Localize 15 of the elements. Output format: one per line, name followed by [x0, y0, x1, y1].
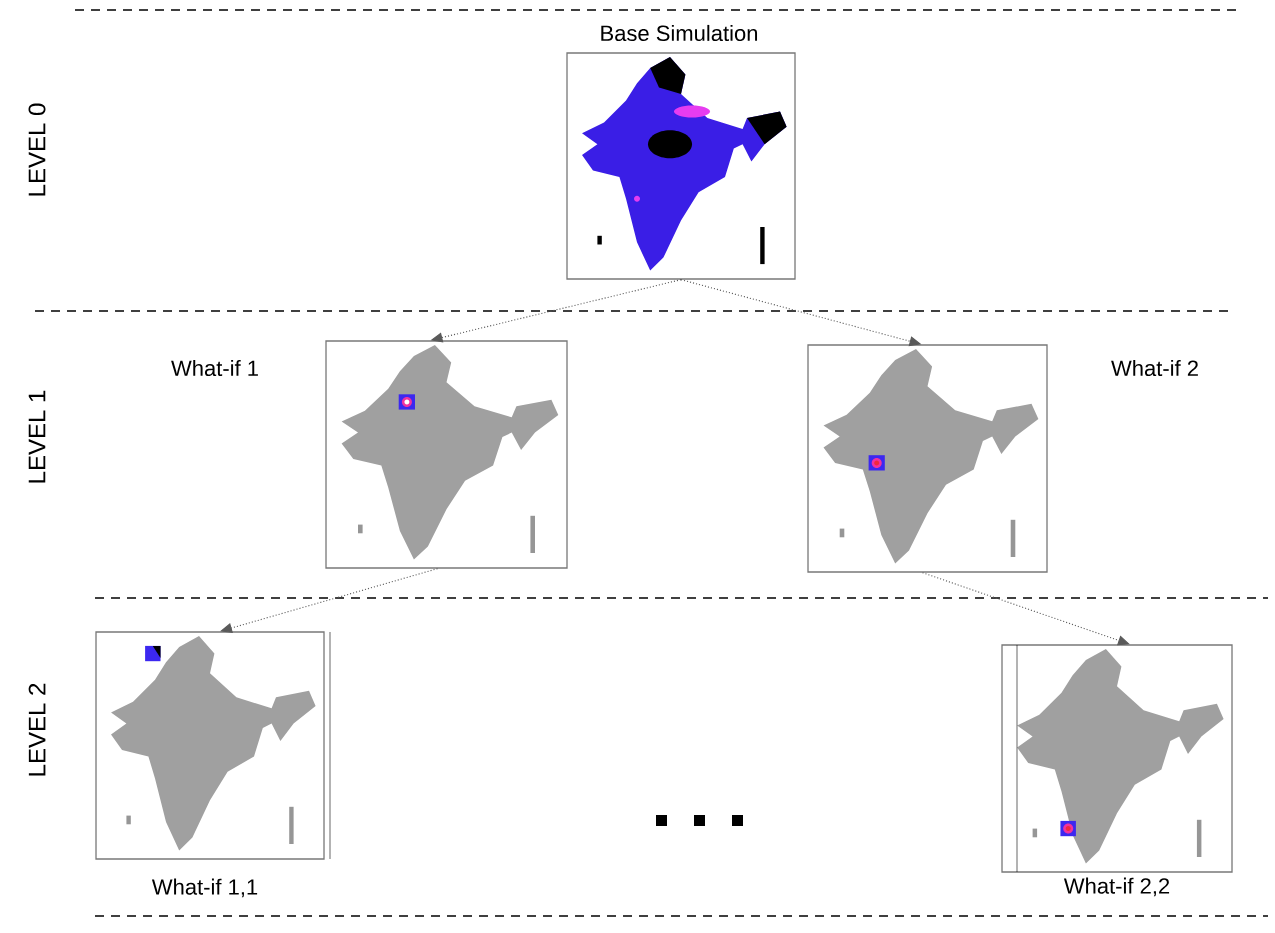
node-label: Base Simulation [601, 24, 758, 42]
map-box: Base Simulation [566, 24, 796, 280]
level-label: LEVEL 2 [28, 683, 46, 776]
node-label: What-if 2 [1111, 359, 1198, 377]
arrow [921, 572, 1130, 646]
node-label: What-if 1 [171, 359, 258, 377]
map-box: What-if 1,1 [95, 631, 331, 898]
arrow [220, 568, 439, 633]
level-label: LEVEL 1 [28, 390, 46, 483]
map-box: What-if 2,2 [1001, 644, 1233, 897]
node-label: What-if 1,1 [151, 878, 258, 898]
level-label: LEVEL 0 [28, 103, 46, 196]
map-box: What-if 1 [171, 340, 568, 569]
map-box: What-if 2 [807, 344, 1198, 573]
node-label: What-if 2,2 [1063, 877, 1170, 897]
